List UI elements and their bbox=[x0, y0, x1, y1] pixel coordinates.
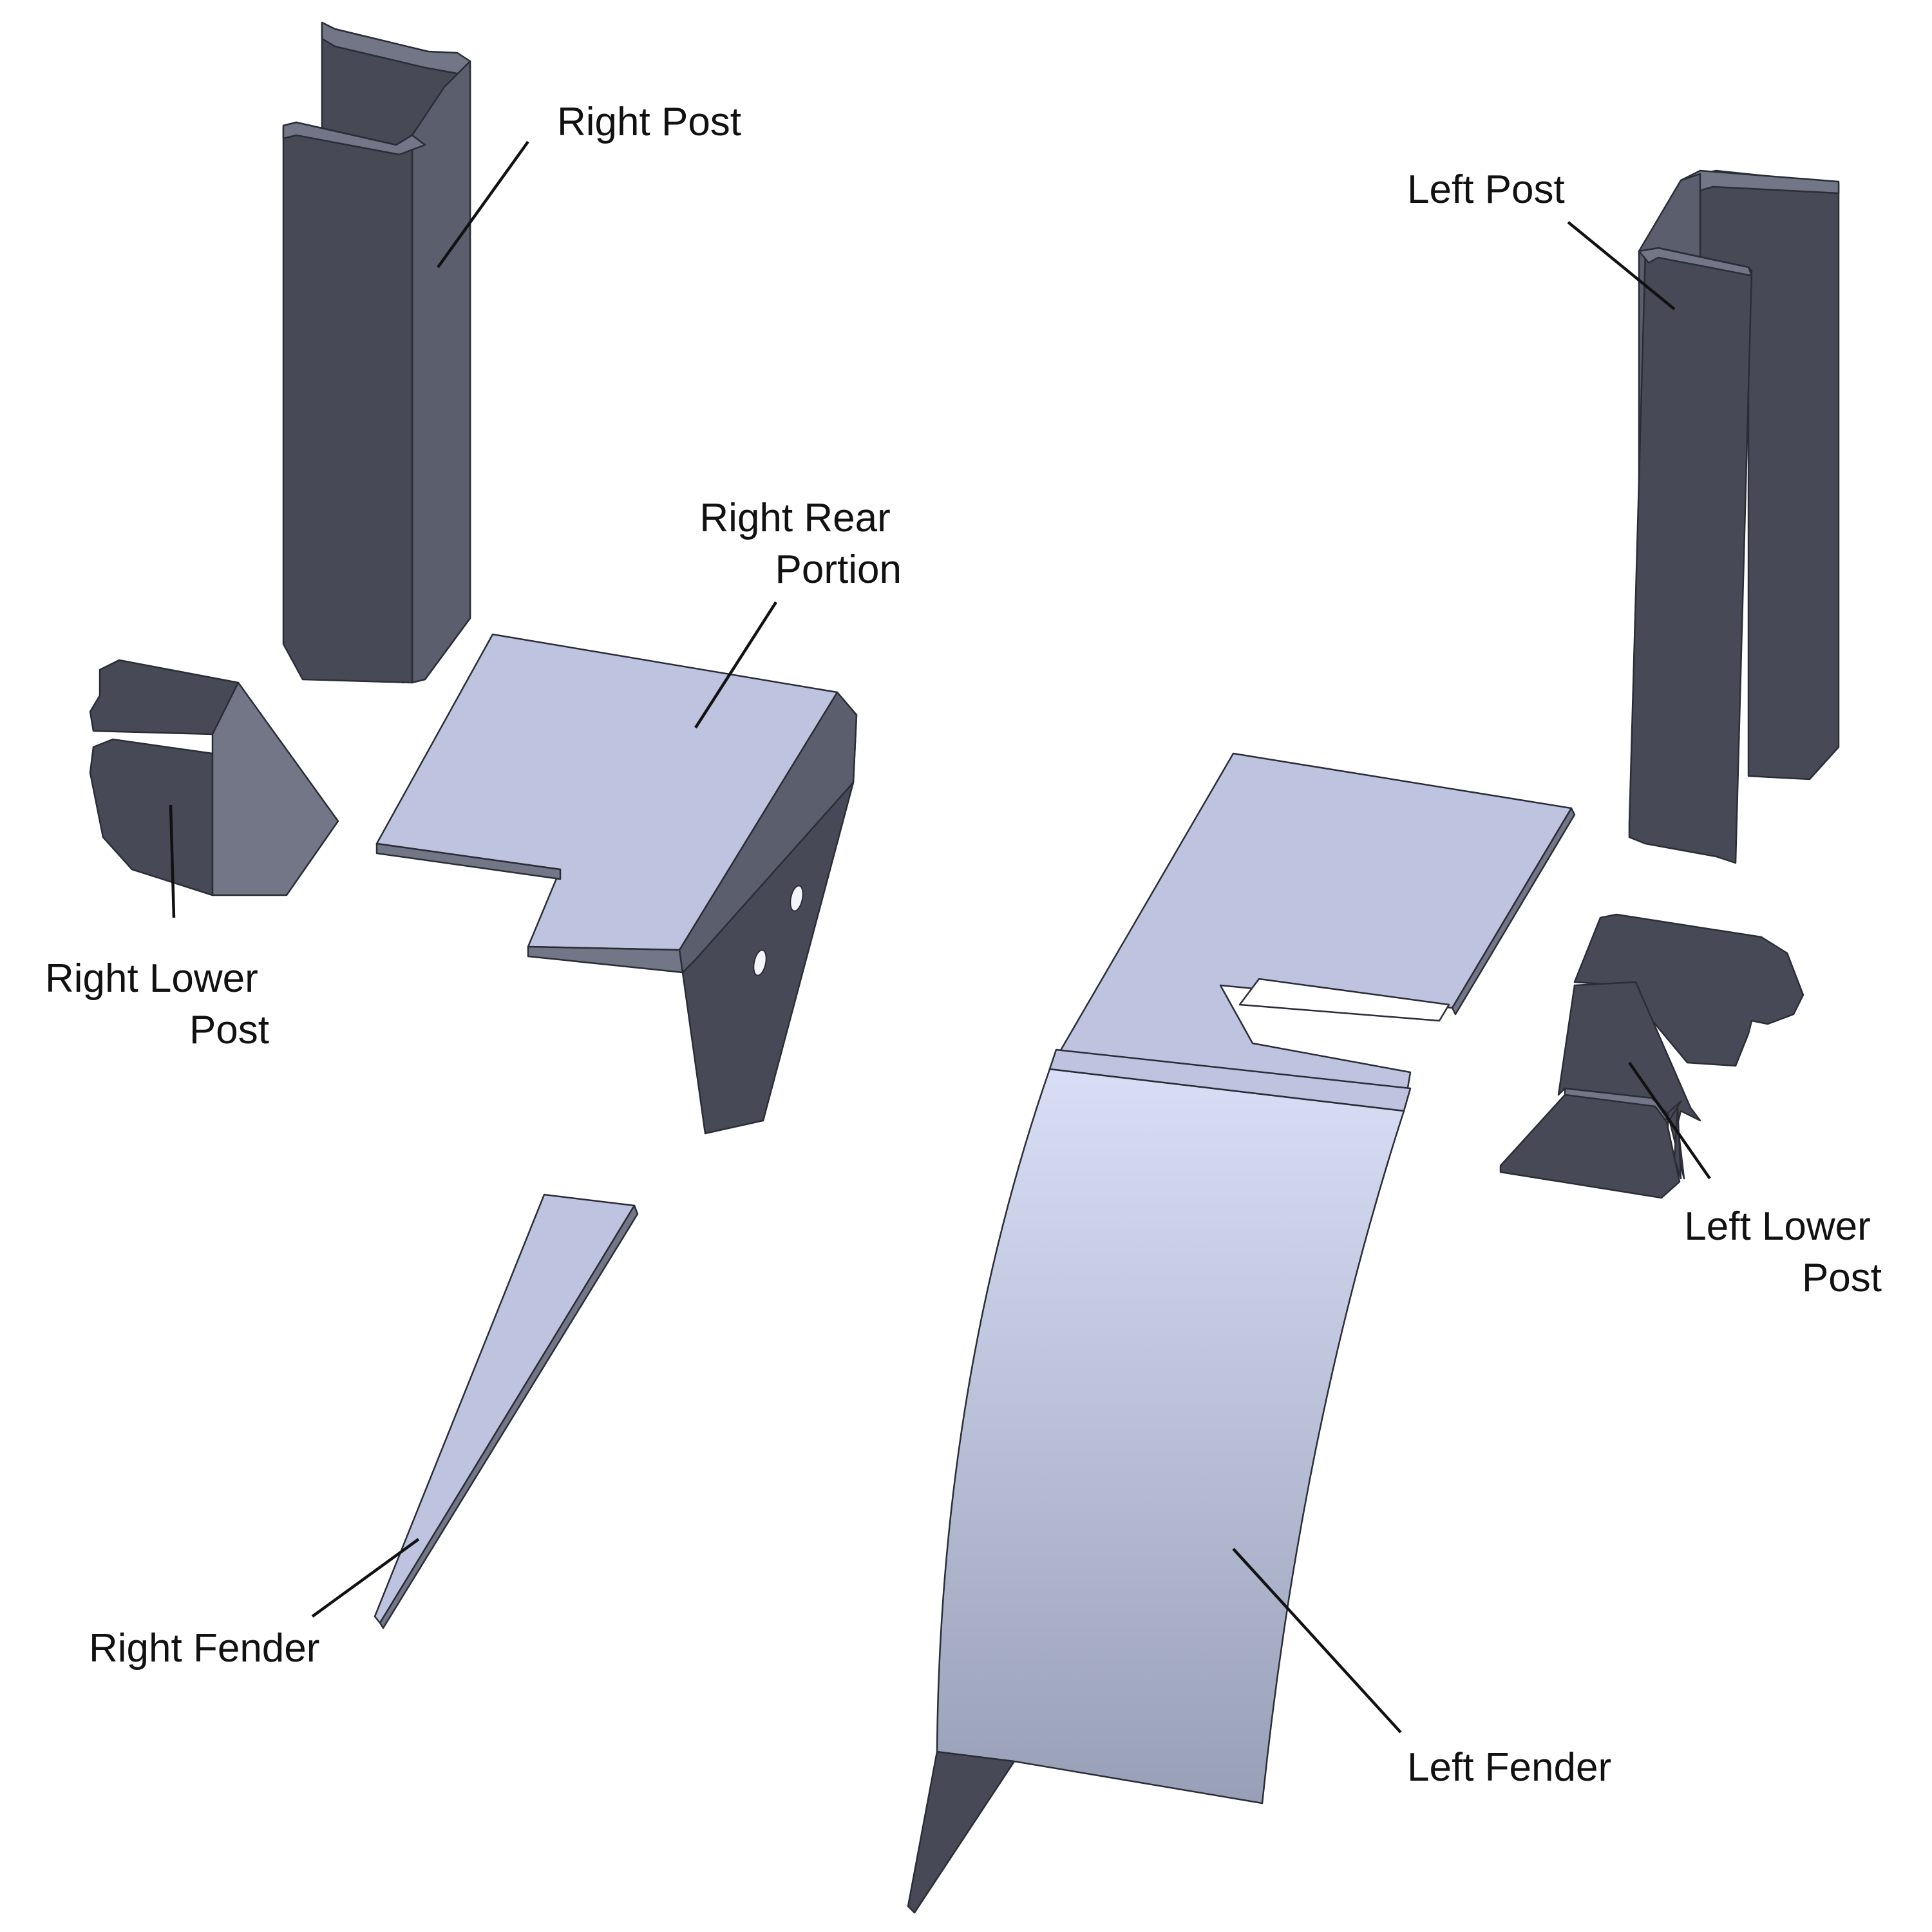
label-left-fender: Left Fender bbox=[1407, 1745, 1611, 1790]
label-right-fender: Right Fender bbox=[89, 1626, 319, 1671]
label-right-rear-portion-line-2: Portion bbox=[775, 547, 902, 592]
leader-left-post bbox=[1567, 221, 1676, 310]
right-fender-blade-edge bbox=[379, 1204, 639, 1629]
leader-right-post bbox=[437, 140, 529, 269]
right-rear-portion-hole-2 bbox=[753, 949, 767, 976]
right-lower-post-front-face bbox=[89, 738, 214, 896]
leader-right-rear-portion bbox=[694, 601, 777, 729]
leader-left-lower-post bbox=[1628, 1061, 1711, 1180]
label-right-lower-post-line-1: Right Lower bbox=[45, 956, 258, 1001]
leader-right-fender bbox=[311, 1538, 420, 1618]
label-right-rear-portion-line-1: Right Rear bbox=[699, 496, 890, 540]
label-left-lower-post-line-2: Post bbox=[1802, 1256, 1882, 1300]
label-right-post: Right Post bbox=[557, 100, 741, 144]
right-lower-post-side-face bbox=[211, 681, 339, 896]
right-fender-blade bbox=[374, 1193, 636, 1624]
left-fender-curved-panel bbox=[936, 1068, 1405, 1804]
left-post bbox=[1628, 169, 1840, 864]
left-post-front-rim bbox=[1638, 247, 1753, 277]
label-right-fender-line-1: Right Fender bbox=[89, 1626, 319, 1671]
label-left-lower-post: Left Lower Post bbox=[1684, 1204, 1882, 1300]
left-post-top-rim bbox=[1680, 169, 1840, 194]
left-fender-bend-band bbox=[1048, 1048, 1412, 1112]
left-fender-bottom-flange bbox=[907, 1750, 1016, 1914]
left-fender bbox=[907, 752, 1576, 1914]
right-post-web bbox=[411, 60, 471, 684]
label-right-lower-post-line-2: Post bbox=[189, 1008, 269, 1052]
right-rear-portion-plate-edge-2 bbox=[527, 945, 684, 974]
label-right-post-line-1: Right Post bbox=[557, 100, 741, 144]
left-lower-post bbox=[1499, 913, 1804, 1199]
right-post-front-flange bbox=[282, 121, 413, 684]
label-left-post-line-1: Left Post bbox=[1407, 167, 1565, 212]
right-lower-post bbox=[89, 659, 339, 896]
label-left-fender-line-1: Left Fender bbox=[1407, 1745, 1611, 1790]
left-post-front-flange bbox=[1628, 247, 1753, 864]
right-post bbox=[282, 21, 471, 684]
right-lower-post-upper-face bbox=[89, 659, 240, 735]
left-fender-cutout bbox=[1238, 978, 1450, 1022]
right-fender bbox=[374, 1193, 639, 1629]
right-rear-portion-hole-1 bbox=[790, 885, 804, 912]
leader-right-lower-post bbox=[169, 804, 176, 918]
right-rear-portion bbox=[375, 633, 858, 1135]
label-right-lower-post: Right Lower Post bbox=[45, 956, 269, 1052]
label-left-lower-post-line-1: Left Lower bbox=[1684, 1204, 1871, 1249]
label-left-post: Left Post bbox=[1407, 167, 1565, 212]
right-post-front-rim bbox=[282, 121, 426, 156]
label-right-rear-portion: Right Rear Portion bbox=[699, 496, 902, 592]
leader-left-fender bbox=[1232, 1548, 1402, 1734]
left-lower-post-lower-block bbox=[1499, 1094, 1681, 1199]
right-rear-portion-plate-edge bbox=[375, 842, 562, 880]
left-fender-top-edge bbox=[1451, 807, 1576, 1016]
